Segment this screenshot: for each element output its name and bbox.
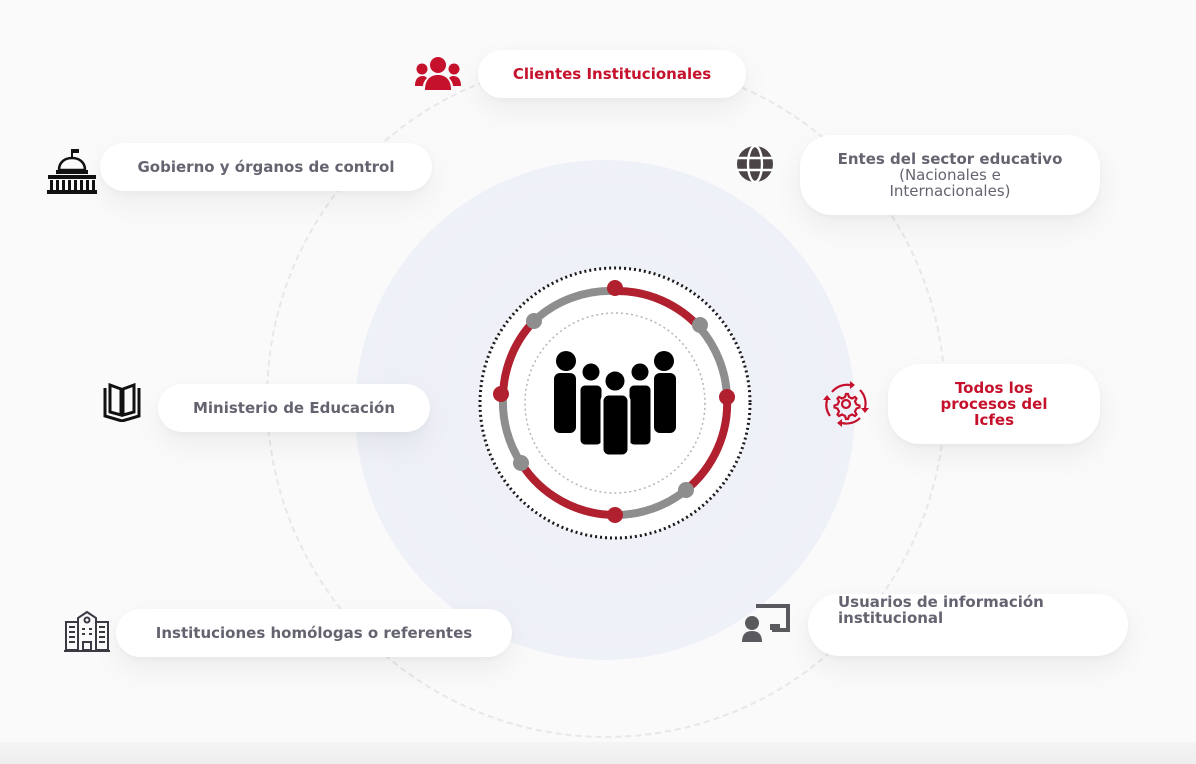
building-icon bbox=[64, 610, 110, 652]
capitol-building-icon bbox=[47, 149, 97, 194]
node-gobierno[interactable]: Gobierno y órganos de control bbox=[100, 143, 432, 191]
node-label: Instituciones homólogas o referentes bbox=[155, 624, 473, 642]
people-group-icon bbox=[554, 351, 676, 458]
node-ministerio-educacion[interactable]: Ministerio de Educación bbox=[158, 384, 430, 432]
node-label: Gobierno y órganos de control bbox=[137, 158, 395, 176]
node-label: Entes del sector educativo bbox=[837, 150, 1063, 168]
users-icon bbox=[415, 57, 461, 90]
center-hub bbox=[478, 266, 752, 540]
gear-cycle-icon bbox=[823, 381, 869, 427]
node-label-1: Todos los bbox=[954, 379, 1034, 397]
node-label-2: procesos del bbox=[940, 395, 1048, 413]
node-todos-procesos-icfes[interactable]: Todos los procesos del Icfes bbox=[888, 364, 1100, 444]
book-icon bbox=[103, 382, 141, 422]
node-label-3: Icfes bbox=[973, 411, 1015, 429]
node-label-1: Usuarios de información bbox=[838, 593, 1044, 611]
node-label: Clientes Institucionales bbox=[512, 65, 712, 83]
bottom-band bbox=[0, 742, 1196, 764]
node-label-2: institucional bbox=[838, 609, 944, 627]
node-sublabel-2: Internacionales) bbox=[889, 182, 1011, 200]
node-instituciones-homologas[interactable]: Instituciones homólogas o referentes bbox=[116, 609, 512, 657]
presentation-user-icon bbox=[742, 604, 790, 642]
node-clientes-institucionales[interactable]: Clientes Institucionales bbox=[478, 50, 746, 98]
node-usuarios-informacion[interactable]: Usuarios de información institucional bbox=[808, 594, 1128, 656]
node-label: Ministerio de Educación bbox=[192, 399, 396, 417]
node-entes-sector-educativo[interactable]: Entes del sector educativo (Nacionales e… bbox=[800, 135, 1100, 215]
node-sublabel-1: (Nacionales e bbox=[899, 166, 1001, 184]
globe-icon bbox=[737, 145, 773, 183]
